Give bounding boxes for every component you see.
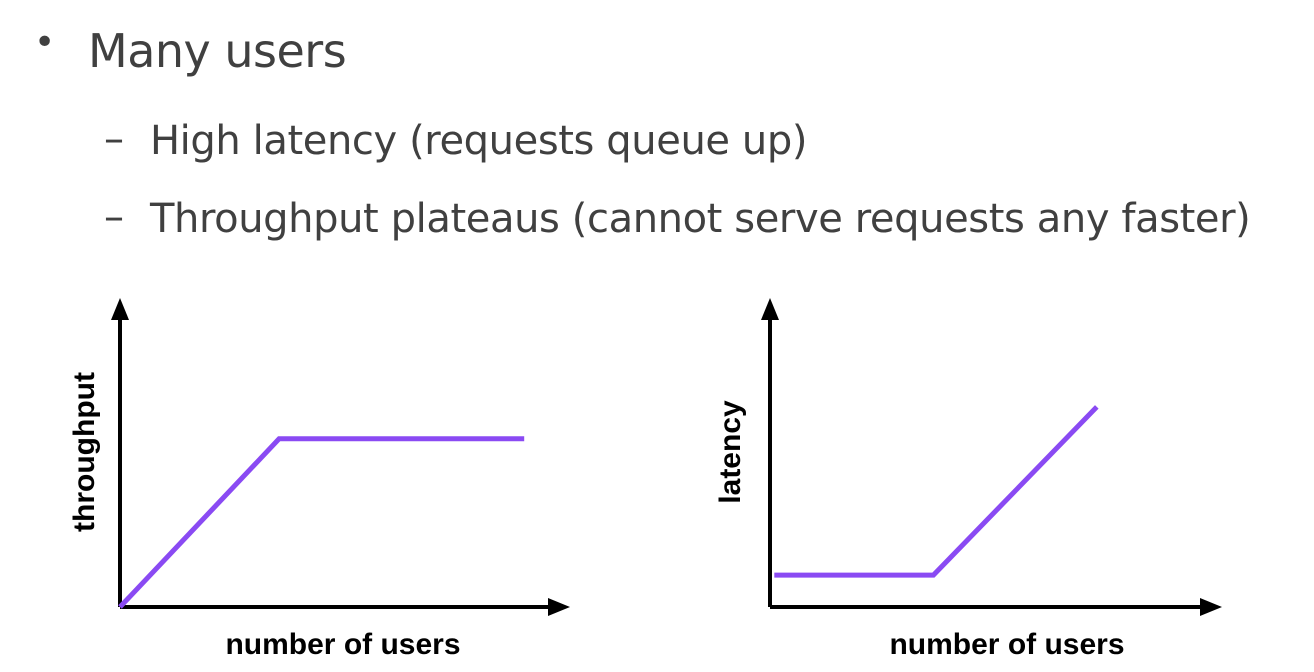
sub-bullet-dash: – (104, 116, 124, 162)
series-line (118, 436, 525, 609)
x-axis-arrowhead (548, 598, 570, 616)
y-axis-label: throughput (68, 372, 101, 532)
x-axis-label: number of users (225, 628, 460, 661)
sub-bullet-throughput: Throughput plateaus (cannot serve reques… (150, 196, 1251, 242)
bullet-main-text: Many users (88, 24, 347, 78)
sub-bullet-dash: – (104, 194, 124, 240)
bullet-dot: • (34, 22, 56, 63)
y-axis-arrowhead (111, 298, 129, 320)
series-line (774, 405, 1099, 578)
x-axis-label: number of users (889, 628, 1124, 661)
y-axis-label: latency (714, 400, 747, 504)
x-axis-arrowhead (1200, 598, 1222, 616)
sub-bullet-latency: High latency (requests queue up) (150, 118, 808, 164)
y-axis-arrowhead (761, 298, 779, 320)
